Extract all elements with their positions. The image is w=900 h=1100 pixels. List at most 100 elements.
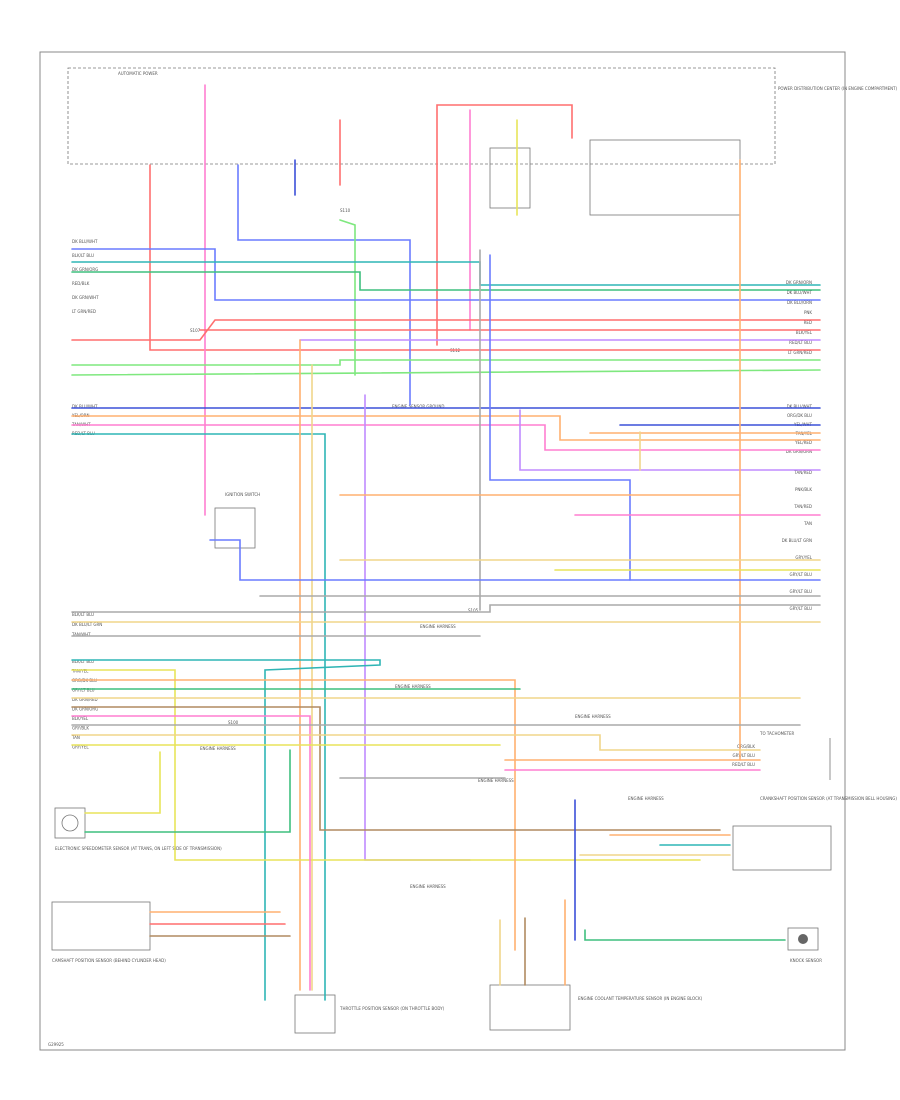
- wire-labels-left-low: BLK/LT BLU DK BLU/LT GRN TAN/WHT: [71, 612, 102, 637]
- wire-label: GRY/LT BLU: [789, 572, 812, 577]
- wire-teal: [71, 433, 326, 1001]
- wire-label: TAN: [803, 521, 812, 526]
- pdc-title: AUTOMATIC POWER: [118, 71, 158, 76]
- harness-label-d: ENGINE HARNESS: [478, 778, 514, 783]
- speedometer-sensor: [54, 807, 86, 839]
- wire-red: [149, 164, 821, 351]
- wire-label: DK GRN/ORG: [72, 707, 98, 712]
- ignition-switch: [214, 507, 256, 549]
- splice-s105-label: S105: [468, 608, 479, 613]
- wire-orange: [71, 415, 821, 441]
- wire-red: [436, 104, 573, 346]
- wire-label: DK BLU/WHT: [72, 404, 98, 409]
- speedometer-sensor-label: ELECTRONIC SPEEDOMETER SENSOR (AT TRANS,…: [55, 846, 222, 851]
- wire-label: YEL/RED: [794, 440, 812, 445]
- wire-label: DK GRN/ORG: [72, 267, 98, 272]
- ignition-switch-label: IGNITION SWITCH: [225, 492, 260, 497]
- wire-blue: [489, 254, 631, 581]
- wire-green: [339, 219, 356, 376]
- wire-label: DK BLU/LT GRN: [782, 538, 812, 543]
- wire-label: LT GRN/RED: [788, 350, 812, 355]
- wire-label: RED/LT BLU: [789, 340, 812, 345]
- wire-yellow: [71, 669, 701, 861]
- diagram-frame: [39, 51, 846, 1051]
- wire-label: RED/LT BLU: [732, 762, 755, 767]
- wire-label: GRY/YEL: [795, 555, 812, 560]
- wire-labels-right-top: DK GRN/ORN DK BLU/WHT DK BLU/ORN PNK RED BLK/…: [786, 280, 813, 355]
- wire-gray: [71, 604, 821, 613]
- wire-label: BLK/YEL: [796, 330, 813, 335]
- wire-label: DK BLU/LT GRN: [72, 622, 102, 627]
- wire-label: TAN: [71, 735, 80, 740]
- splice-s110-label: S110: [340, 208, 351, 213]
- speedometer-sensor-symbol: [61, 814, 79, 832]
- throttle-position-sensor: [294, 994, 336, 1034]
- throttle-position-sensor-label: THROTTLE POSITION SENSOR (ON THROTTLE BO…: [339, 1006, 445, 1011]
- relay-switch: [489, 147, 531, 209]
- camshaft-position-sensor: [51, 901, 151, 951]
- wire-pink: [71, 424, 821, 451]
- wire-label: ORG/DK BLU: [787, 413, 812, 418]
- wire-blue: [209, 539, 821, 581]
- knock-sensor-symbol: [798, 934, 808, 944]
- wire-label: TAN/YEL: [71, 669, 89, 674]
- wire-label: DK GRN/ORN: [786, 449, 812, 454]
- wire-green: [71, 359, 821, 366]
- wire-blue: [71, 248, 821, 301]
- crankshaft-position-sensor-label: CRANKSHAFT POSITION SENSOR (AT TRANSMISS…: [760, 796, 897, 801]
- wire-label: BLK/YEL: [72, 716, 89, 721]
- wire-label: GRY/LT BLU: [72, 688, 95, 693]
- wire-label: DK GRN/ORN: [786, 280, 812, 285]
- wire-label: LT GRN/RED: [72, 309, 96, 314]
- splice-s100-label: S100: [228, 720, 239, 725]
- wire-pink: [71, 715, 311, 991]
- wire-teal: [71, 659, 381, 1001]
- knock-sensor-label: KNOCK SENSOR: [790, 958, 822, 963]
- tachometer-label: TO TACHOMETER: [759, 731, 795, 736]
- crankshaft-position-sensor: [732, 825, 832, 871]
- harness-label-a: ENGINE HARNESS: [420, 624, 456, 629]
- harness-label-e: ENGINE HARNESS: [575, 714, 611, 719]
- wire-label: GRY/LT BLU: [789, 589, 812, 594]
- wire-label: GRY/LT BLU: [789, 606, 812, 611]
- wire-labels-left-top: DK BLU/WHT BLK/LT BLU DK GRN/ORG RED/BLK DK …: [72, 239, 99, 314]
- harness-label-g: ENGINE HARNESS: [410, 884, 446, 889]
- wire-label: BLK/LT BLU: [72, 659, 94, 664]
- wire-label: GRY/LT BLU: [732, 753, 755, 758]
- relay-box: [589, 139, 741, 216]
- harness-label-f: ENGINE HARNESS: [628, 796, 664, 801]
- camshaft-position-sensor-label: CAMSHAFT POSITION SENSOR (BEHIND CYLINDE…: [52, 958, 166, 963]
- wire-label: PNK: [804, 310, 812, 315]
- wire-label: DK BLU/WHT: [72, 239, 98, 244]
- wires: [71, 84, 821, 1001]
- wire-label: GRY/BLK: [72, 726, 89, 731]
- wire-label: DK BLU/WHT: [787, 290, 813, 295]
- wire-label: BLK/LT BLU: [72, 612, 94, 617]
- wire-label: DK BLU/ORN: [787, 300, 812, 305]
- wire-green: [71, 369, 821, 376]
- wire-orange: [71, 679, 516, 951]
- wire-label: TAN/WHT: [71, 632, 91, 637]
- wire-label: ORG/BLK: [737, 744, 755, 749]
- wire-teal: [71, 261, 821, 286]
- wire-dkgreen: [84, 749, 291, 833]
- knock-sensor: [787, 927, 819, 951]
- wire-label: RED: [804, 320, 812, 325]
- wire-label: TAN/RED: [793, 504, 812, 509]
- splice-s107-label: S107: [190, 328, 201, 333]
- harness-label-c: ENGINE HARNESS: [200, 746, 236, 751]
- wire-label: DK GRN/WHT: [72, 295, 99, 300]
- coolant-temp-sensor-label: ENGINE COOLANT TEMPERATURE SENSOR (IN EN…: [578, 996, 703, 1001]
- wire-label: RED/BLK: [72, 281, 90, 286]
- wire-dkgreen: [71, 271, 821, 291]
- pdc-side-label: POWER DISTRIBUTION CENTER (IN ENGINE COM…: [778, 86, 898, 91]
- wire-label: BLK/LT BLU: [72, 253, 94, 258]
- wire-tan: [71, 734, 761, 751]
- wire-labels-right-bottom: ORG/BLK GRY/LT BLU RED/LT BLU: [732, 744, 755, 767]
- wire-label: TAN/RED: [793, 470, 812, 475]
- figure-id: G29925: [48, 1042, 64, 1047]
